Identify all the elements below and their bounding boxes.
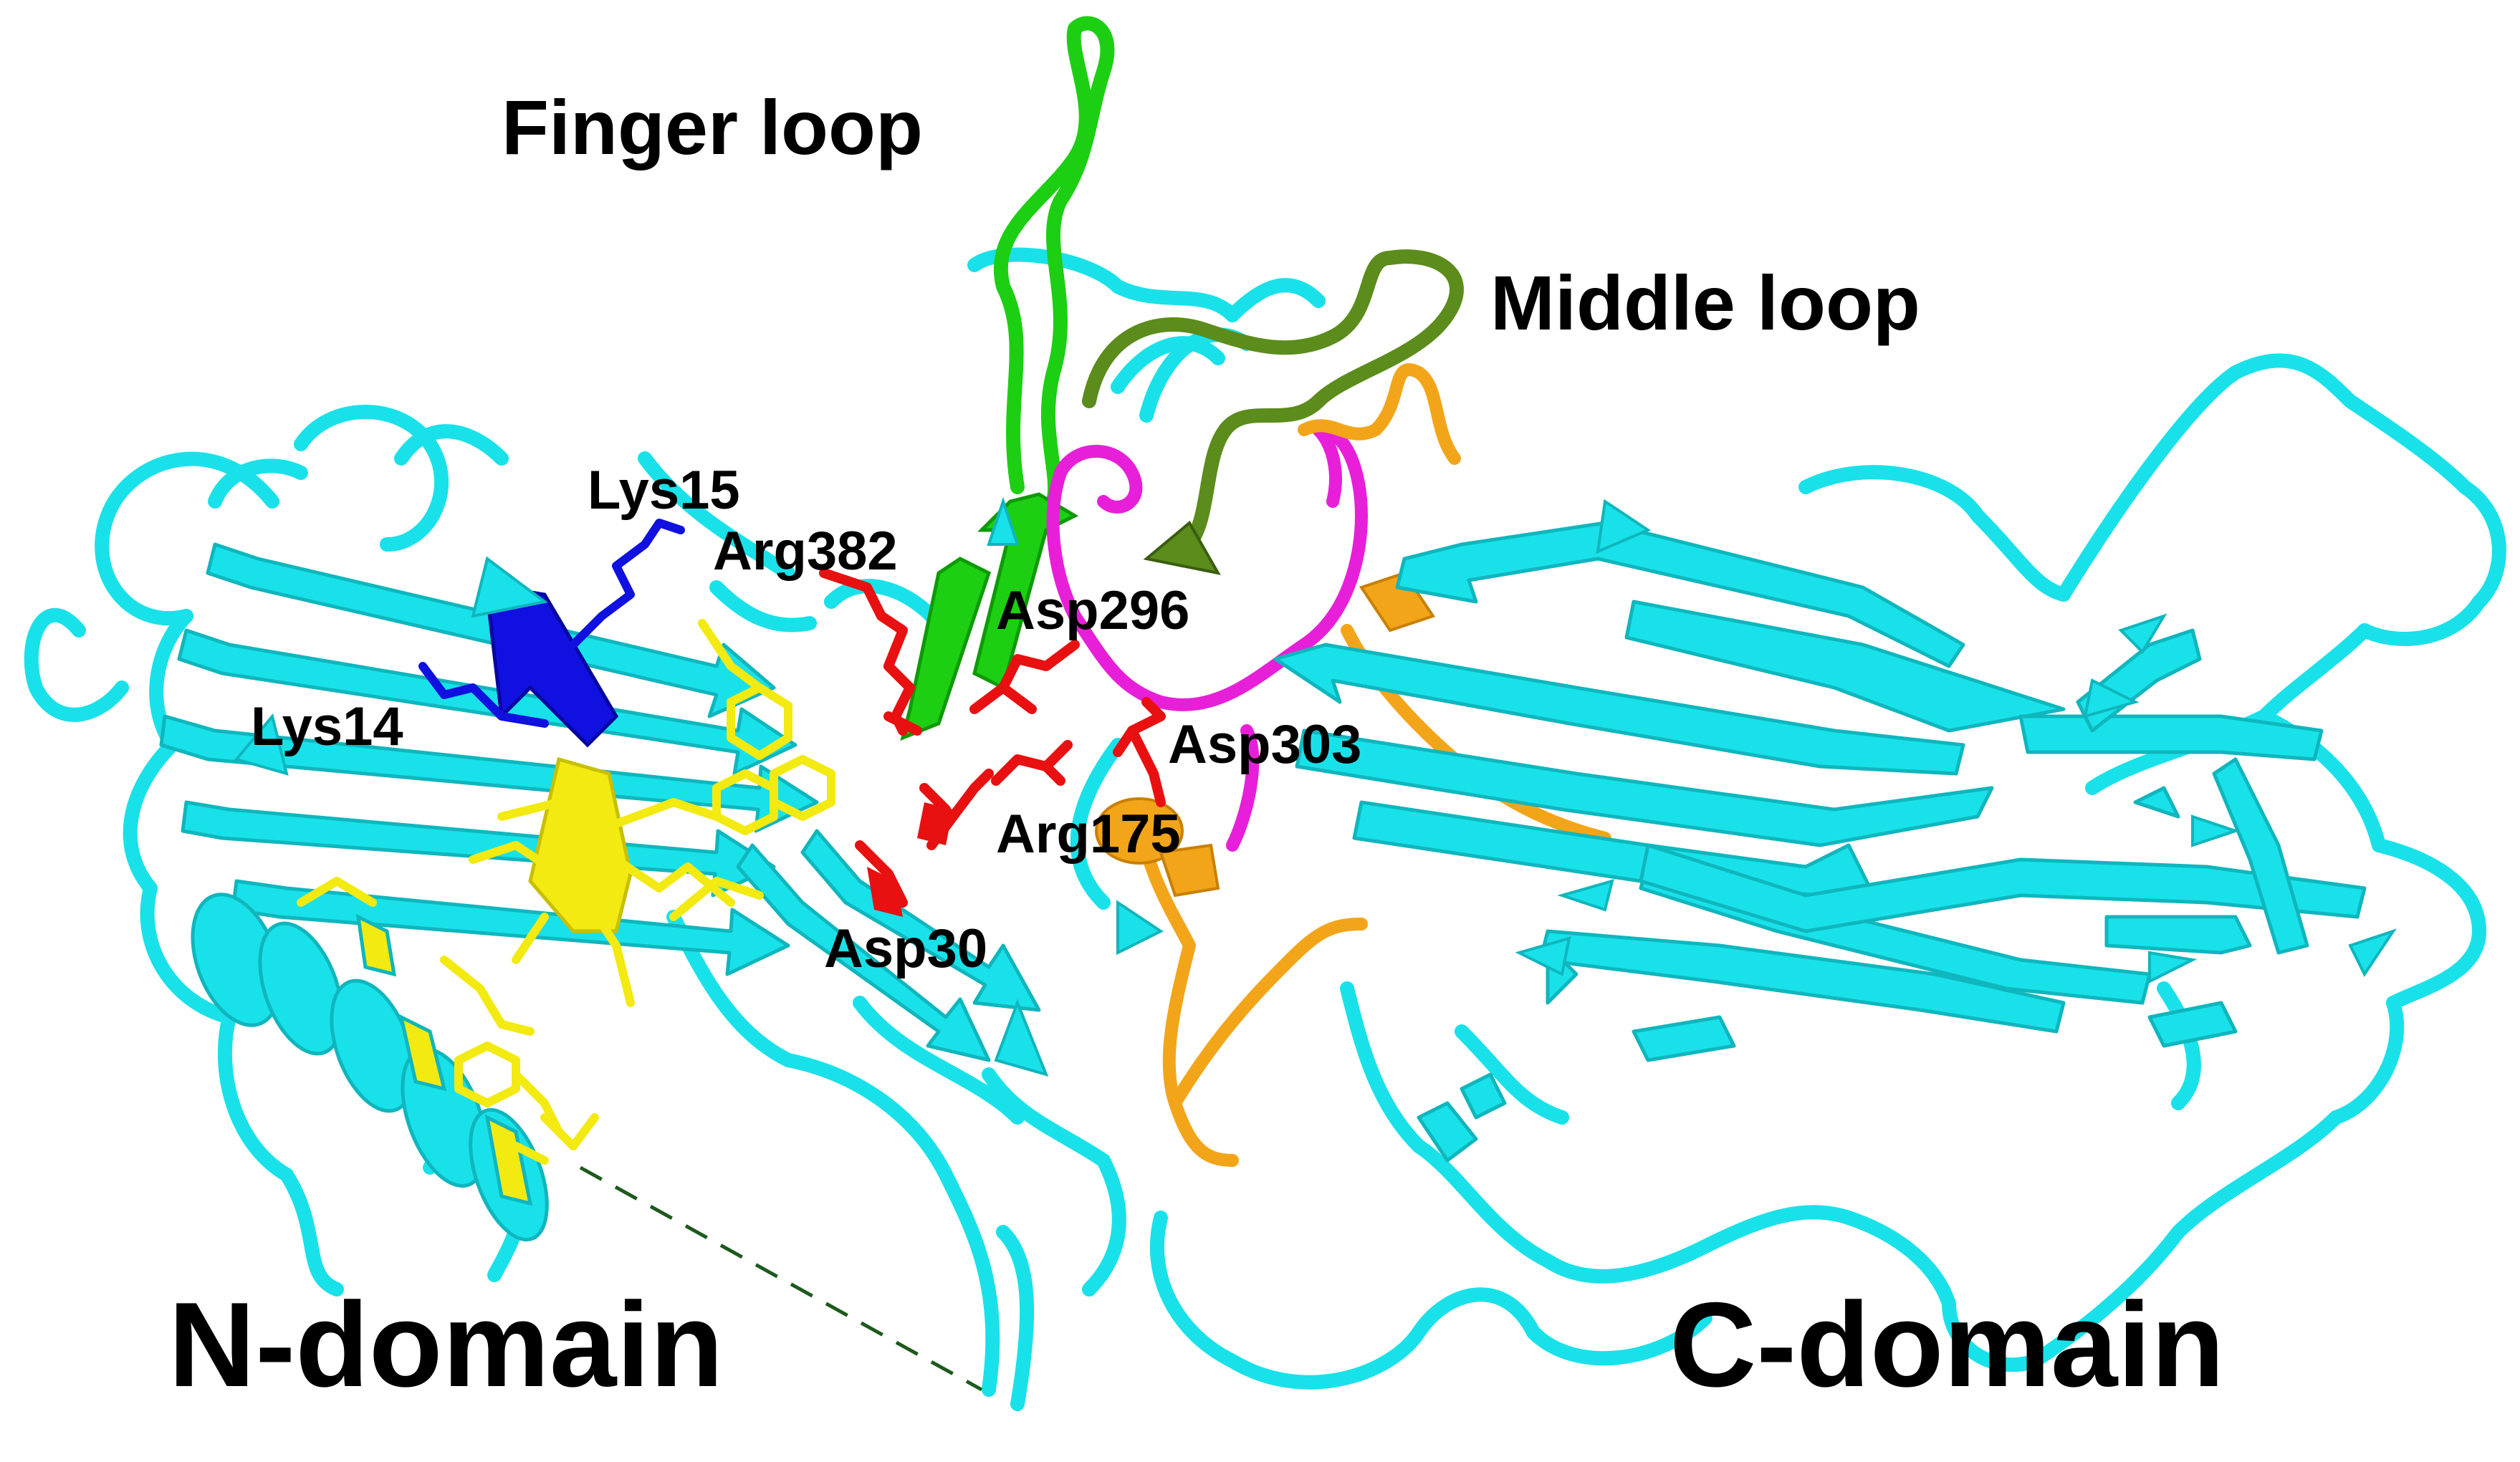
finger-strand-1 xyxy=(900,557,992,741)
arg382-label: Arg382 xyxy=(713,521,898,582)
arg175-backbone xyxy=(917,802,953,845)
asp30-backbone xyxy=(867,867,903,917)
interface-side-chains xyxy=(297,619,835,1165)
c-domain-strands xyxy=(1273,521,2367,1163)
n-domain-arrowheads xyxy=(234,496,1164,1077)
asp303-label: Asp303 xyxy=(1168,714,1361,775)
orange-helix-top xyxy=(1359,571,1436,633)
c-domain-structure xyxy=(1273,353,2506,1372)
c-domain-label: C-domain xyxy=(1669,1277,2225,1412)
n-domain-label: N-domain xyxy=(168,1277,724,1412)
orange-helix-bottom xyxy=(1095,797,1184,865)
n-domain-helices xyxy=(191,893,549,1242)
charged-side-chains xyxy=(819,568,1166,908)
c-domain-arrowheads xyxy=(1515,499,2397,984)
lys15-label: Lys15 xyxy=(588,460,740,521)
missing-segment-dashed-line xyxy=(579,1165,983,1392)
polar-loop-ribbon xyxy=(1046,423,1368,852)
asp296-label: Asp296 xyxy=(996,580,1189,641)
lysine-strand xyxy=(485,585,619,748)
finger-loop-label: Finger loop xyxy=(502,84,923,170)
lysine-side-chains xyxy=(418,519,685,728)
middle-loop-label: Middle loop xyxy=(1490,259,1920,346)
lys14-label: Lys14 xyxy=(251,696,403,757)
orange-helix-bottom-2 xyxy=(1159,843,1220,898)
arg175-label: Arg175 xyxy=(996,804,1181,865)
middle-loop-ribbon xyxy=(1082,249,1464,552)
middle-loop-arrow xyxy=(1143,520,1221,575)
finger-loop-ribbon xyxy=(993,16,1115,509)
asp30-label: Asp30 xyxy=(824,918,987,979)
